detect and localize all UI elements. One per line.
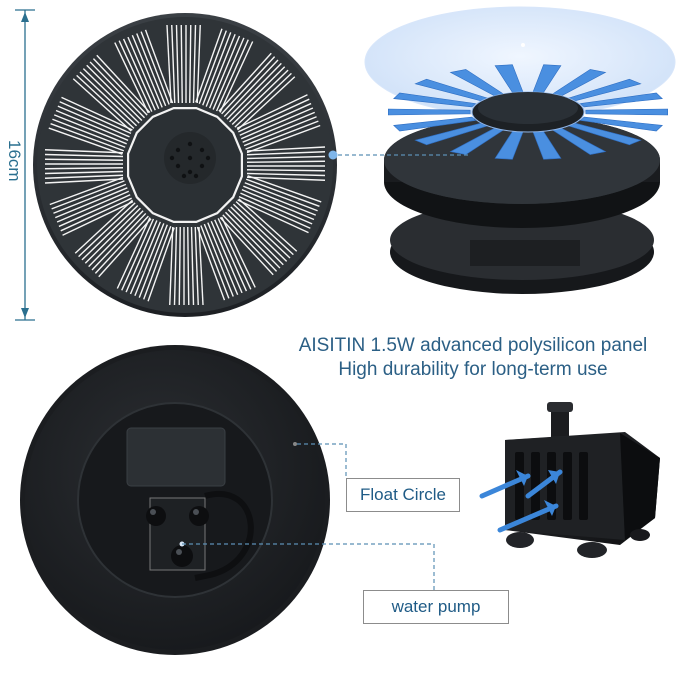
dimension-label: 16cm xyxy=(5,140,24,182)
callout-dot-icon xyxy=(328,150,338,160)
caption-line-1: AISITIN 1.5W advanced polysilicon panel xyxy=(298,335,648,356)
water-pump-label: water pump xyxy=(363,590,509,624)
float-circle-bottom-view xyxy=(20,345,330,655)
float-circle-label: Float Circle xyxy=(346,478,460,512)
solar-panel-top-view xyxy=(33,13,337,317)
solar-panel-exploded-view xyxy=(364,6,676,294)
water-pump-illustration xyxy=(479,402,660,558)
water-flow-arrow-icon xyxy=(479,469,563,533)
caption-line-2: High durability for long-term use xyxy=(338,359,608,380)
water-pump-callout-line xyxy=(179,541,435,590)
float-circle-callout-line xyxy=(293,442,347,478)
panel-callout-line xyxy=(328,150,468,160)
nozzle-icon xyxy=(164,132,216,184)
dimension-arrow-icon xyxy=(15,9,35,321)
